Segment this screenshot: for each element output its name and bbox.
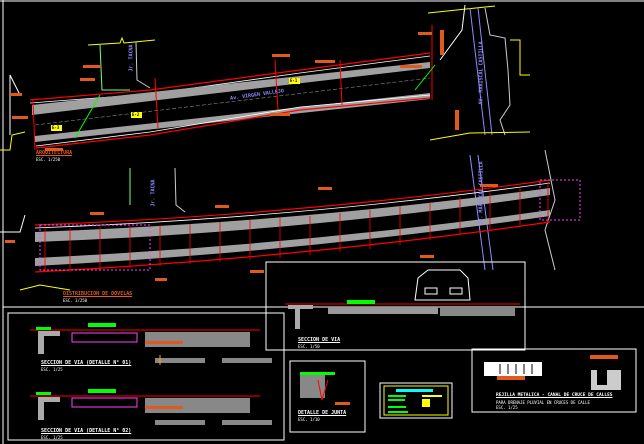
plan-top-scale: ESC. 1/250: [36, 157, 61, 162]
tag-e2: E-2: [132, 112, 140, 117]
plan-top-title: ARQUITECTURA: [36, 150, 73, 156]
legend-box: [383, 385, 449, 416]
tag-e3: E-3: [52, 125, 60, 130]
section-2-scale: ESC. 1/25: [41, 435, 63, 440]
section-1-scale: ESC. 1/25: [41, 367, 63, 372]
joint-scale: ESC. 1/10: [298, 417, 320, 422]
grate-subtitle: PARA DRENAJE PLUVIAL EN CRUCES DE CALLE: [496, 400, 590, 405]
plan-bottom: [0, 149, 581, 291]
grate-title: REJILLA METALICA - CANAL DE CRUCE DE CAL…: [496, 393, 613, 398]
joint-drawing: [300, 372, 350, 405]
street-label-left-top: Jr. TACNA: [128, 44, 135, 72]
joint-title: DETALLE DE JUNTA: [298, 410, 347, 416]
section-main-title: SECCION DE VIA: [298, 337, 341, 343]
grate-scale: ESC. 1/25: [496, 405, 518, 410]
plan-bottom-title: DISTRIBUCION DE DOVELAS: [63, 291, 133, 297]
street-label-right-bottom: AV. MARISCAL CASTILLA: [478, 161, 485, 225]
plan-top: [0, 4, 531, 151]
street-label-right-top: AV. MARISCAL CASTILLA: [478, 41, 485, 105]
detail-frames: [7, 261, 637, 441]
tag-e1: E-1: [290, 78, 298, 83]
section-2-title: SECCION DE VIA (DETALLE N° 02): [41, 428, 132, 434]
section-2-drawing: [30, 389, 272, 425]
plan-bottom-scale: ESC. 1/250: [63, 298, 88, 303]
section-main-drawing: [285, 269, 520, 329]
section-1-title: SECCION DE VIA (DETALLE N° 01): [41, 360, 132, 366]
section-main-scale: ESC. 1/50: [298, 344, 320, 349]
grate-drawing: [484, 355, 621, 390]
section-1-drawing: [30, 323, 272, 365]
street-label-left-bottom: Jr. TACNA: [150, 179, 157, 207]
